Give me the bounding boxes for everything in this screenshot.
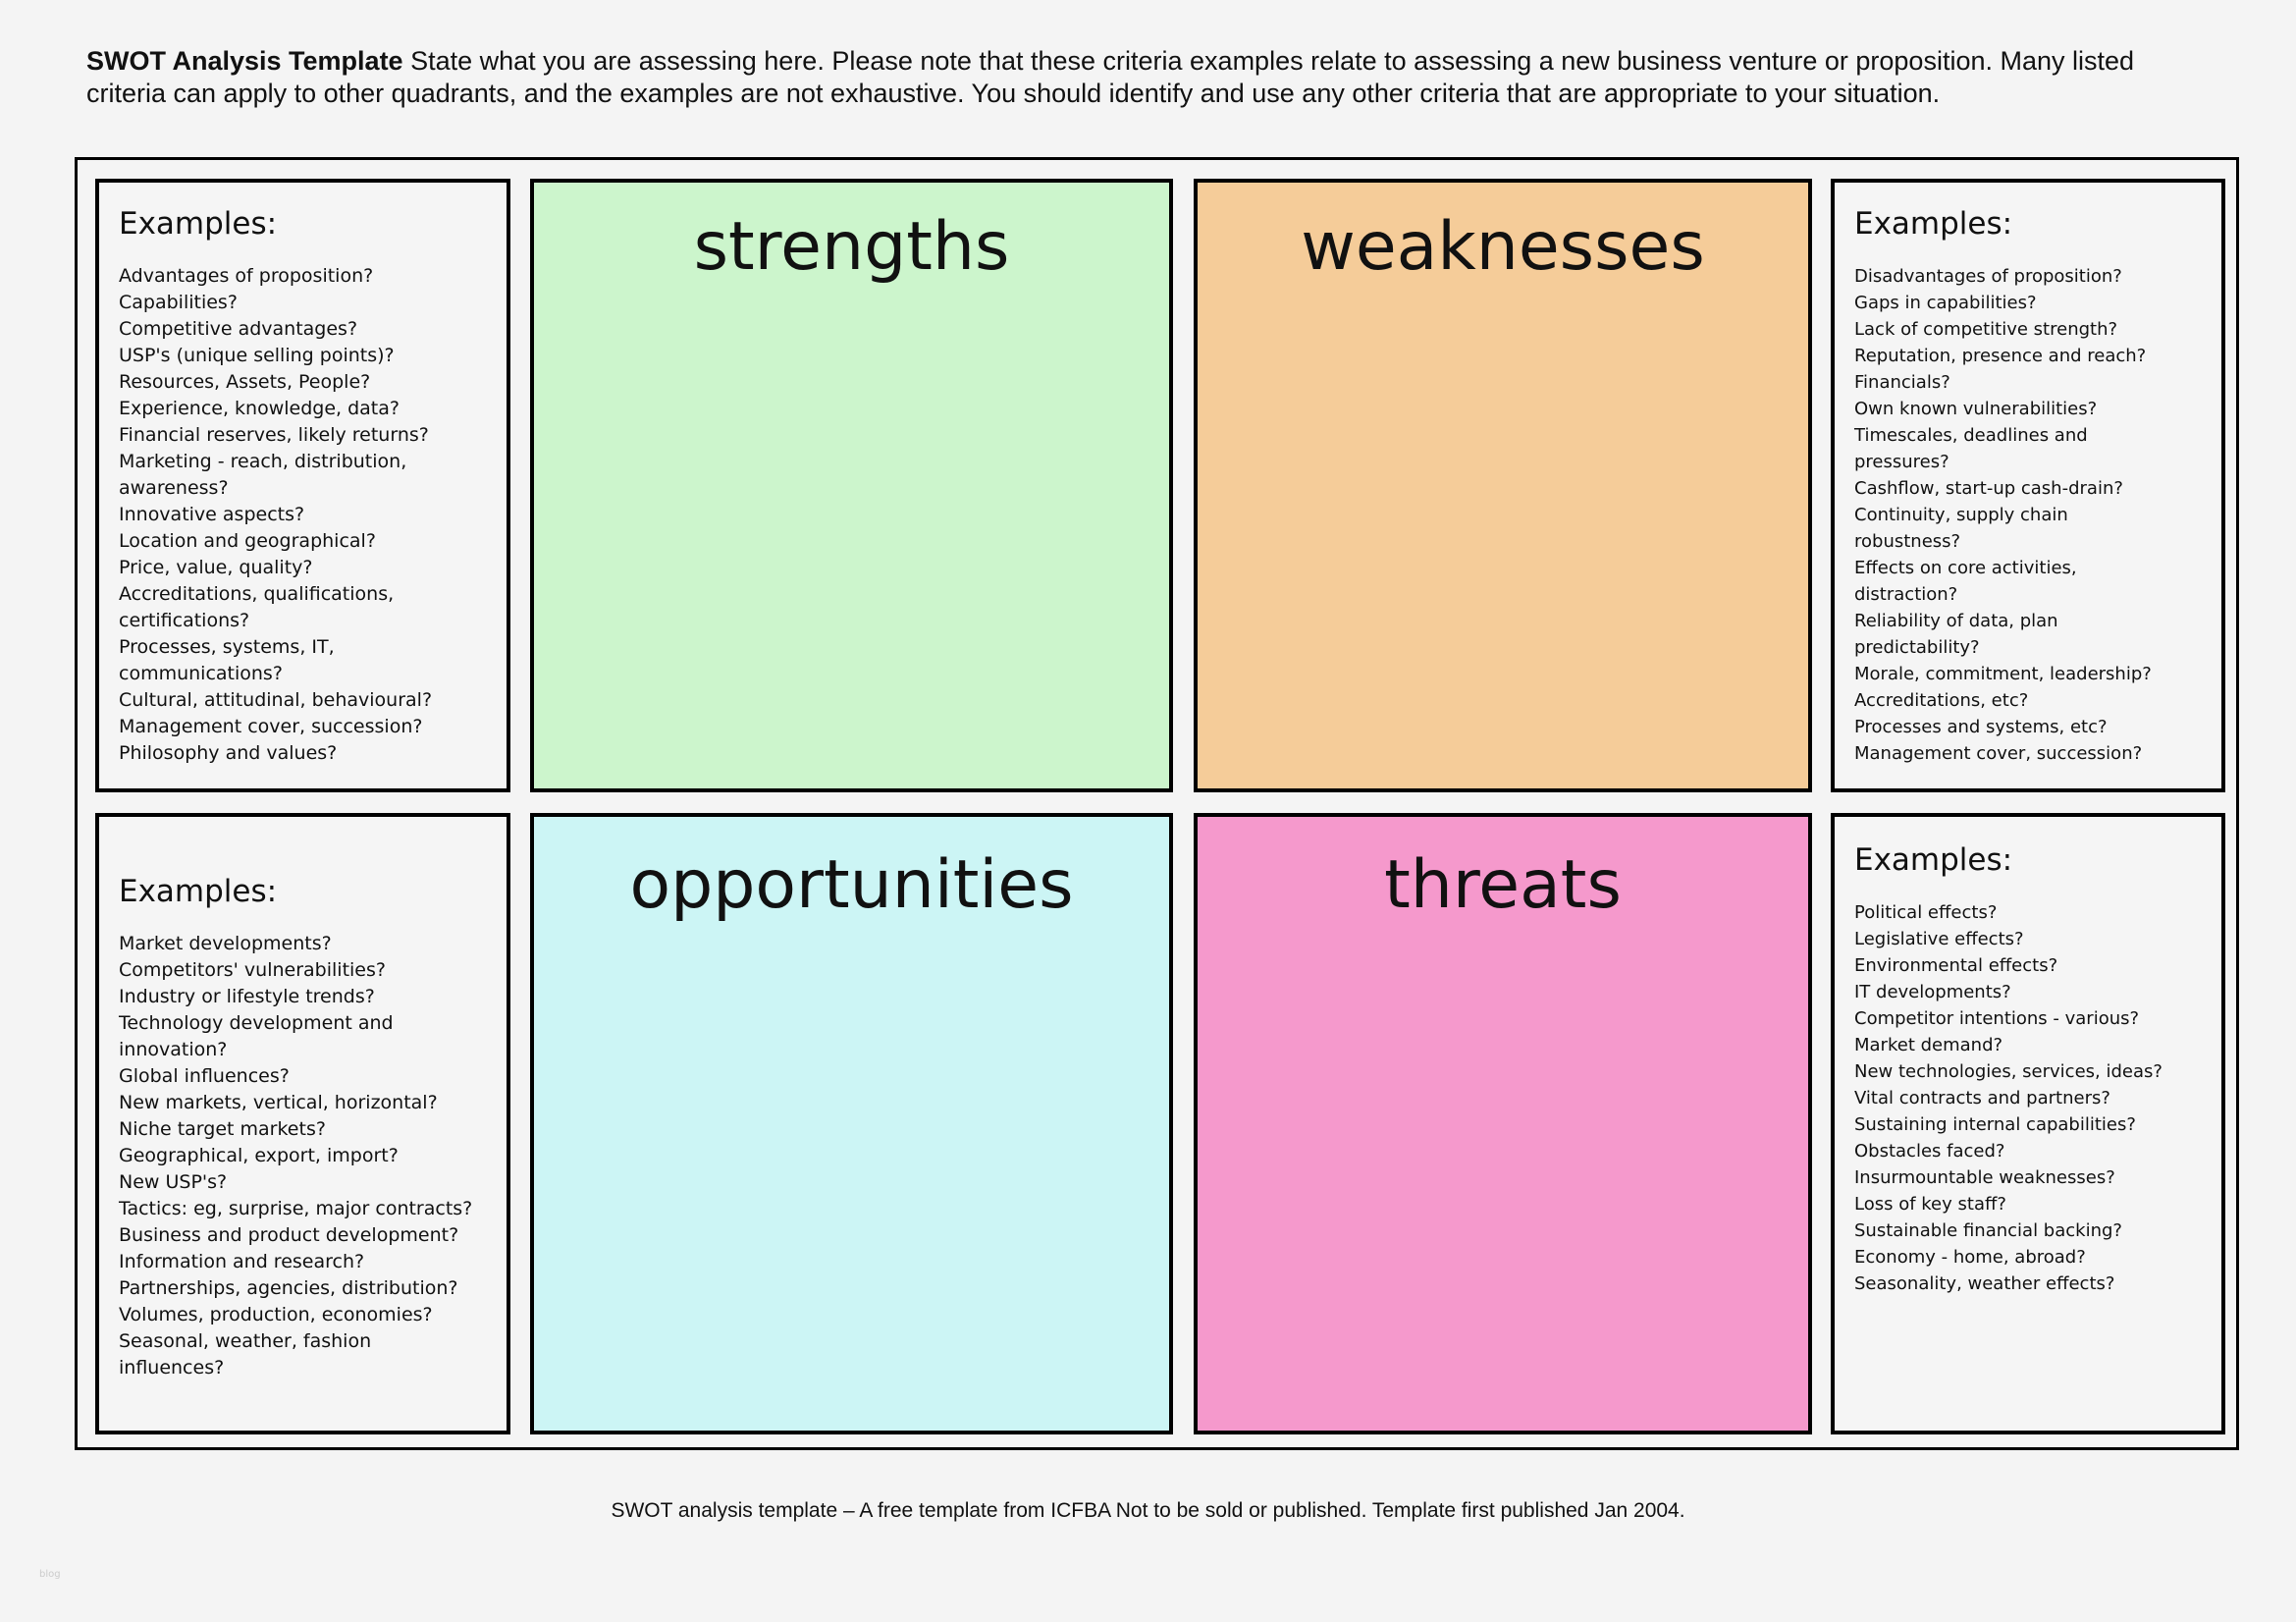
example-item: Competitors' vulnerabilities? — [119, 959, 386, 981]
example-item: Niche target markets? — [119, 1118, 326, 1140]
example-item: Industry or lifestyle trends? — [119, 986, 375, 1007]
example-item: robustness? — [1854, 531, 1961, 552]
example-item: Effects on core activities, — [1854, 558, 2077, 578]
example-item: Accreditations, qualifications, — [119, 583, 395, 605]
opportunities-heading: opportunities — [629, 846, 1074, 924]
example-item: Marketing - reach, distribution, — [119, 451, 407, 472]
example-item: influences? — [119, 1357, 225, 1379]
example-item: Reliability of data, plan — [1854, 611, 2058, 631]
example-item: Reputation, presence and reach? — [1854, 346, 2147, 366]
example-item: communications? — [119, 663, 283, 684]
weaknesses-heading: weaknesses — [1301, 208, 1705, 286]
examples-list: Market developments? Competitors' vulnera… — [119, 931, 507, 1381]
example-item: Disadvantages of proposition? — [1854, 266, 2122, 287]
swot-frame — [75, 157, 2239, 1450]
example-item: Capabilities? — [119, 292, 238, 313]
example-item: Global influences? — [119, 1065, 290, 1087]
example-item: Philosophy and values? — [119, 742, 338, 764]
example-item: pressures? — [1854, 452, 1949, 472]
examples-heading: Examples: — [1854, 842, 2013, 878]
example-item: Geographical, export, import? — [119, 1145, 399, 1166]
example-item: Cultural, attitudinal, behavioural? — [119, 689, 433, 711]
example-item: Accreditations, etc? — [1854, 690, 2029, 711]
threats-examples: Examples: Political effects? Legislative … — [1831, 813, 2225, 1434]
example-item: Seasonality, weather effects? — [1854, 1273, 2115, 1294]
weaknesses-examples: Examples: Disadvantages of proposition? G… — [1831, 179, 2225, 792]
document-title: SWOT Analysis Template — [86, 46, 403, 76]
example-item: Information and research? — [119, 1251, 365, 1272]
example-item: Partnerships, agencies, distribution? — [119, 1277, 458, 1299]
example-item: Technology development and — [119, 1012, 394, 1034]
example-item: Sustainable financial backing? — [1854, 1220, 2122, 1241]
example-item: Continuity, supply chain — [1854, 505, 2068, 525]
example-item: Competitor intentions - various? — [1854, 1008, 2140, 1029]
strengths-examples: Examples: Advantages of proposition? Capa… — [95, 179, 510, 792]
example-item: Financial reserves, likely returns? — [119, 424, 429, 446]
example-item: Competitive advantages? — [119, 318, 358, 340]
example-item: predictability? — [1854, 637, 1980, 658]
example-item: Business and product development? — [119, 1224, 459, 1246]
example-item: Innovative aspects? — [119, 504, 305, 525]
intro-line-1: State what you are assessing here. Pleas… — [402, 46, 2135, 76]
example-item: New USP's? — [119, 1171, 228, 1193]
example-item: Morale, commitment, leadership? — [1854, 664, 2152, 684]
example-item: Sustaining internal capabilities? — [1854, 1114, 2136, 1135]
example-item: Loss of key staff? — [1854, 1194, 2006, 1215]
examples-heading: Examples: — [1854, 206, 2013, 242]
examples-list: Political effects? Legislative effects? En… — [1854, 899, 2221, 1297]
example-item: Location and geographical? — [119, 530, 376, 552]
example-item: awareness? — [119, 477, 229, 499]
examples-heading: Examples: — [119, 874, 278, 909]
example-item: Management cover, succession? — [1854, 743, 2143, 764]
example-item: Financials? — [1854, 372, 1950, 393]
opportunities-quadrant[interactable]: opportunities — [530, 813, 1173, 1434]
example-item: Political effects? — [1854, 902, 1998, 923]
example-item: Environmental effects? — [1854, 955, 2058, 976]
example-item: Price, value, quality? — [119, 557, 313, 578]
example-item: Vital contracts and partners? — [1854, 1088, 2110, 1108]
example-item: Experience, knowledge, data? — [119, 398, 400, 419]
watermark: blog — [39, 1569, 61, 1580]
opportunities-examples: Examples: Market developments? Competitor… — [95, 813, 510, 1434]
example-item: Advantages of proposition? — [119, 265, 374, 287]
example-item: distraction? — [1854, 584, 1958, 605]
example-item: Tactics: eg, surprise, major contracts? — [119, 1198, 473, 1219]
example-item: Management cover, succession? — [119, 716, 423, 737]
footer-note: SWOT analysis template – A free template… — [611, 1499, 1685, 1522]
strengths-heading: strengths — [693, 208, 1010, 286]
example-item: Seasonal, weather, fashion — [119, 1330, 372, 1352]
example-item: Legislative effects? — [1854, 929, 2024, 949]
example-item: Obstacles faced? — [1854, 1141, 2005, 1162]
example-item: Economy - home, abroad? — [1854, 1247, 2086, 1268]
example-item: Volumes, production, economies? — [119, 1304, 433, 1325]
example-item: Processes and systems, etc? — [1854, 717, 2108, 737]
example-item: certifications? — [119, 610, 250, 631]
intro-line-2: criteria can apply to other quadrants, a… — [86, 79, 1941, 108]
example-item: Resources, Assets, People? — [119, 371, 371, 393]
strengths-quadrant[interactable]: strengths — [530, 179, 1173, 792]
examples-list: Disadvantages of proposition? Gaps in cap… — [1854, 263, 2221, 767]
example-item: Own known vulnerabilities? — [1854, 399, 2098, 419]
example-item: Market developments? — [119, 933, 332, 954]
example-item: Insurmountable weaknesses? — [1854, 1167, 2115, 1188]
threats-quadrant[interactable]: threats — [1194, 813, 1812, 1434]
weaknesses-quadrant[interactable]: weaknesses — [1194, 179, 1812, 792]
threats-heading: threats — [1384, 846, 1622, 924]
example-item: Market demand? — [1854, 1035, 2003, 1055]
example-item: Cashflow, start-up cash-drain? — [1854, 478, 2123, 499]
example-item: USP's (unique selling points)? — [119, 345, 395, 366]
example-item: New markets, vertical, horizontal? — [119, 1092, 438, 1113]
example-item: Timescales, deadlines and — [1854, 425, 2088, 446]
example-item: IT developments? — [1854, 982, 2011, 1002]
intro-text: SWOT Analysis Template State what you ar… — [86, 45, 2134, 110]
example-item: New technologies, services, ideas? — [1854, 1061, 2163, 1082]
example-item: Processes, systems, IT, — [119, 636, 335, 658]
example-item: Lack of competitive strength? — [1854, 319, 2118, 340]
examples-heading: Examples: — [119, 206, 278, 242]
example-item: Gaps in capabilities? — [1854, 293, 2037, 313]
example-item: innovation? — [119, 1039, 228, 1060]
examples-list: Advantages of proposition? Capabilities? C… — [119, 263, 507, 767]
